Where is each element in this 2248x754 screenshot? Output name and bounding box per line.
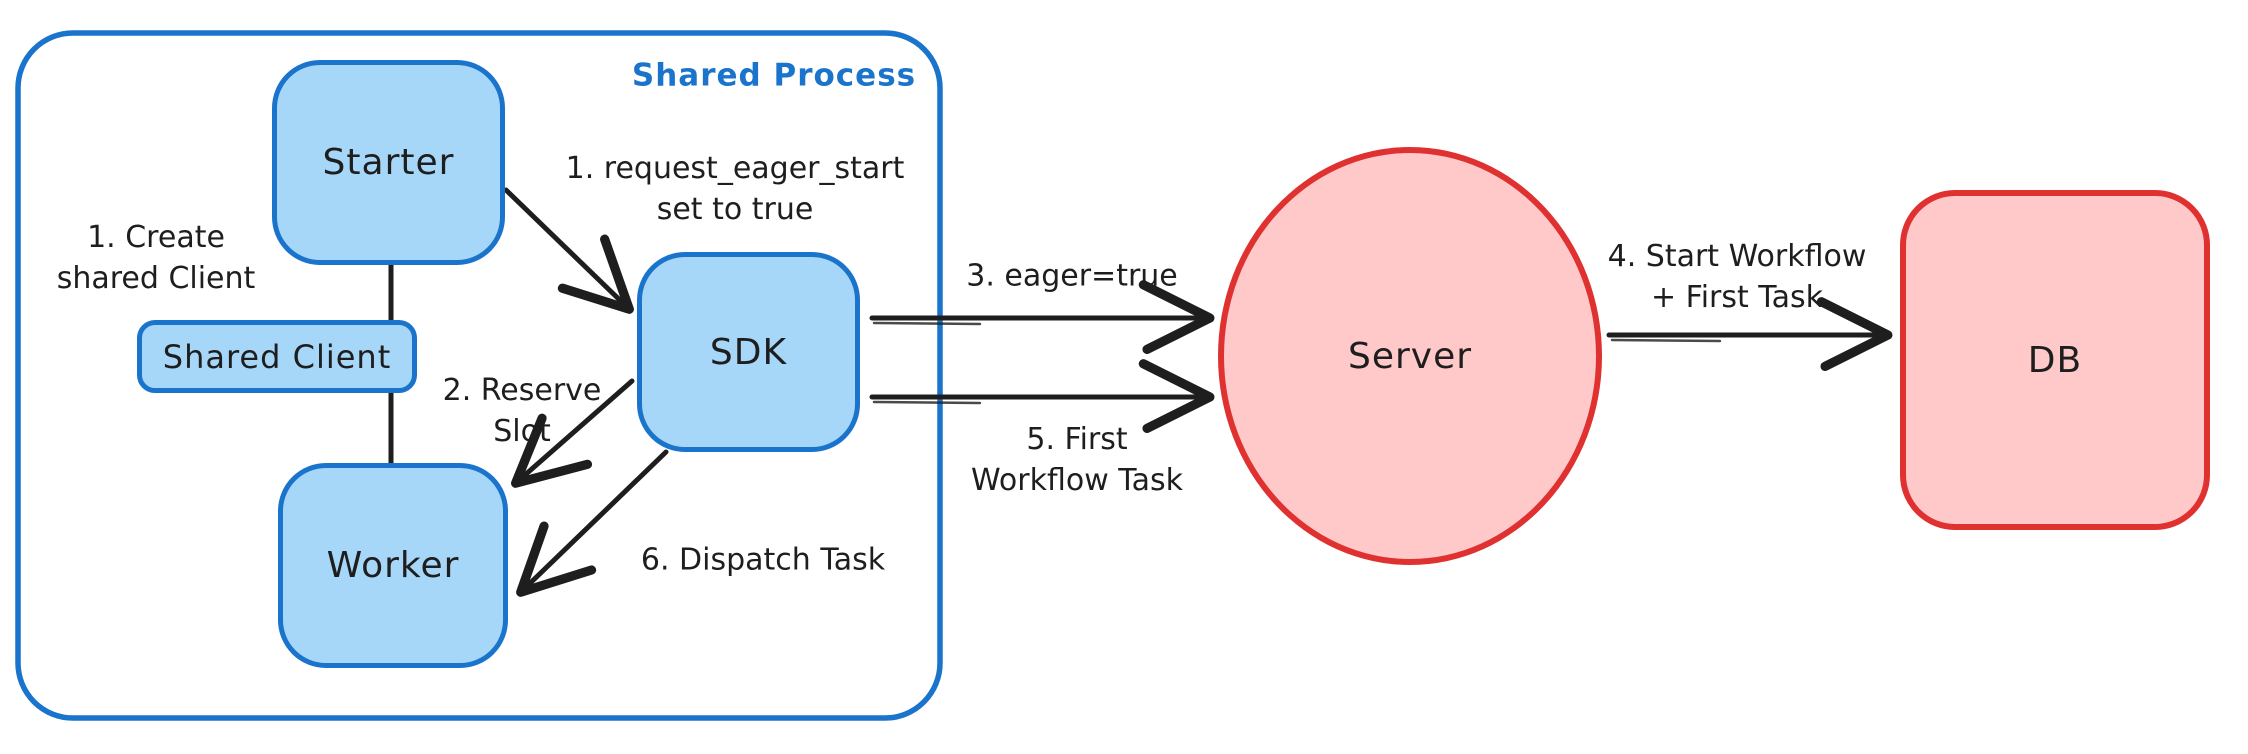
note-reserve-slot-line2: Slot: [493, 414, 551, 449]
note-first-workflow-task-line2: Workflow Task: [970, 463, 1184, 498]
arrow-starter-to-sdk: [503, 187, 634, 314]
note-create-shared-client-line2: shared Client: [56, 261, 256, 296]
arrow-server-to-db-sketch-stroke: [1610, 338, 1722, 343]
note-dispatch-task: 6. Dispatch Task: [640, 542, 886, 578]
note-start-workflow-line2: + First Task: [1650, 280, 1824, 315]
note-reserve-slot-line1: 2. Reserve: [442, 373, 602, 408]
note-start-workflow: 4. Start Workflow + First Task: [1608, 236, 1867, 318]
note-start-workflow-line1: 4. Start Workflow: [1607, 239, 1867, 274]
note-first-workflow-task: 5. First Workflow Task: [971, 419, 1183, 501]
starter-node: Starter: [272, 60, 505, 265]
note-reserve-slot: 2. Reserve Slot: [443, 370, 602, 452]
worker-label: Worker: [326, 545, 460, 586]
arrow-first-workflow-task-sketch-stroke: [872, 400, 982, 405]
starter-label: Starter: [322, 142, 455, 183]
server-node: Server: [1218, 147, 1602, 565]
arrow-dispatch-task: [516, 449, 669, 597]
note-request-eager-start-line1: 1. request_eager_start: [565, 151, 905, 186]
note-request-eager-start: 1. request_eager_start set to true: [566, 148, 905, 230]
note-request-eager-start-line2: set to true: [656, 192, 814, 227]
shared-process-label: Shared Process: [631, 57, 917, 94]
arrow-eager-true-sketch-stroke: [872, 321, 982, 326]
shared-client-label: Shared Client: [162, 337, 392, 376]
sdk-label: SDK: [709, 331, 788, 373]
db-node: DB: [1900, 190, 2210, 530]
shared-process-container: [15, 30, 943, 721]
arrow-reserve-slot: [510, 378, 635, 488]
sdk-node: SDK: [637, 252, 860, 452]
note-first-workflow-task-line1: 5. First: [1026, 422, 1128, 457]
note-eager-true: 3. eager=true: [966, 258, 1178, 294]
note-create-shared-client-line1: 1. Create: [87, 220, 225, 255]
shared-client-node: Shared Client: [137, 320, 417, 393]
server-label: Server: [1347, 335, 1473, 377]
note-create-shared-client: 1. Create shared Client: [57, 217, 256, 299]
db-label: DB: [2027, 339, 2083, 381]
worker-node: Worker: [278, 463, 508, 668]
